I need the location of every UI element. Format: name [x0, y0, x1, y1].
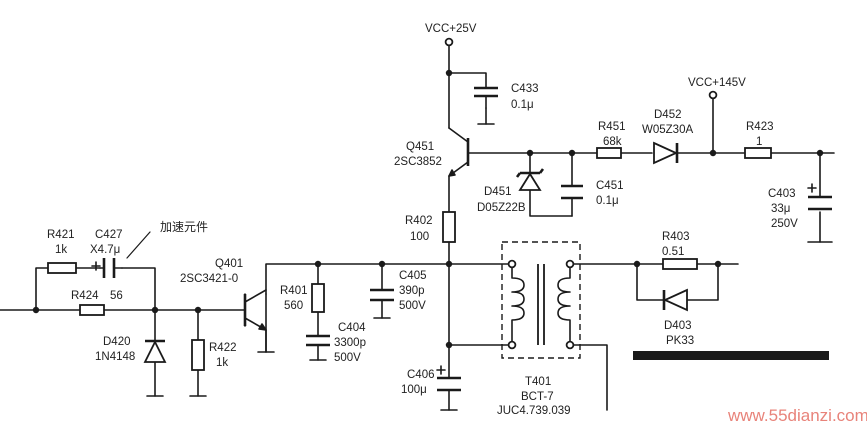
r424-ref: R424 [71, 290, 99, 302]
c404-voltage: 500V [334, 352, 361, 364]
r402-value: 100 [410, 231, 429, 243]
r424-value: 56 [110, 290, 123, 302]
c406-ref: C406 [407, 369, 435, 381]
capacitor-c404 [306, 334, 330, 347]
q401-ref: Q401 [215, 258, 243, 270]
t401-value: BCT-7 [521, 391, 554, 403]
capacitor-c433 [474, 86, 498, 109]
resistor-r451 [596, 147, 622, 159]
r403-ref: R403 [662, 231, 690, 243]
resistor-r424 [79, 304, 105, 316]
capacitor-c405 [370, 288, 394, 302]
r451-ref: R451 [598, 121, 626, 133]
resistor-r402 [442, 211, 456, 243]
q401-value: 2SC3421-0 [180, 273, 238, 285]
r451-value: 68k [603, 136, 622, 148]
r402-ref: R402 [405, 215, 433, 227]
capacitor-c406 [436, 365, 461, 392]
d452-ref: D452 [654, 109, 682, 121]
c404-value: 3300p [334, 337, 366, 349]
heavy-ground-bar [633, 351, 829, 360]
resistor-r403 [662, 258, 698, 270]
speedup-annotation: 加速元件 [160, 220, 208, 234]
c403-ref: C403 [768, 188, 796, 200]
resistor-r401 [311, 283, 325, 313]
q451-ref: Q451 [406, 141, 434, 153]
r401-ref: R401 [280, 285, 308, 297]
resistor-r422 [191, 339, 205, 371]
junction-dots [32, 69, 824, 349]
d403-ref: D403 [664, 320, 692, 332]
d420-ref: D420 [103, 336, 131, 348]
d451-ref: D451 [484, 186, 512, 198]
diode-d451 [515, 168, 545, 191]
resistor-r423 [744, 147, 772, 159]
c405-ref: C405 [399, 270, 427, 282]
vcc145-terminal [708, 90, 718, 100]
diode-d420 [143, 339, 167, 363]
c427-ref: C427 [95, 229, 123, 241]
d452-value: W05Z30A [642, 124, 693, 136]
vcc25-label: VCC+25V [425, 23, 477, 35]
c405-value: 390p [399, 285, 425, 297]
c451-value: 0.1μ [596, 195, 619, 207]
c405-voltage: 500V [399, 300, 426, 312]
c427-value: X4.7μ [90, 244, 120, 256]
resistor-r421 [47, 262, 77, 274]
r422-ref: R422 [209, 342, 237, 354]
r423-ref: R423 [746, 121, 774, 133]
r421-value: 1k [55, 244, 67, 256]
transistor-q401 [243, 294, 267, 331]
watermark: www.55dianzi.com [727, 406, 867, 425]
capacitor-c403 [807, 183, 832, 211]
r422-value: 1k [216, 357, 228, 369]
diode-d403 [662, 288, 688, 312]
c433-value: 0.1μ [511, 99, 534, 111]
r423-value: 1 [756, 136, 762, 148]
capacitor-c451 [561, 184, 583, 200]
c406-value: 100μ [401, 384, 427, 396]
c433-ref: C433 [511, 83, 539, 95]
r421-ref: R421 [47, 229, 75, 241]
diode-d452 [653, 141, 679, 165]
vcc145-label: VCC+145V [688, 77, 746, 89]
c403-value: 33μ [771, 203, 790, 215]
r401-value: 560 [284, 300, 303, 312]
c404-ref: C404 [338, 322, 366, 334]
d420-value: 1N4148 [95, 351, 135, 363]
d403-value: PK33 [666, 335, 694, 347]
vcc25-terminal [444, 37, 454, 47]
d451-value: D05Z22B [477, 202, 526, 214]
capacitor-c427 [91, 258, 123, 278]
c451-ref: C451 [596, 180, 624, 192]
c403-voltage: 250V [771, 218, 798, 230]
transistor-q451 [448, 138, 470, 177]
q451-value: 2SC3852 [394, 156, 442, 168]
r403-value: 0.51 [662, 246, 684, 258]
t401-part-no: JUC4.739.039 [497, 405, 571, 417]
transformer-t401 [501, 241, 581, 359]
t401-ref: T401 [525, 376, 551, 388]
